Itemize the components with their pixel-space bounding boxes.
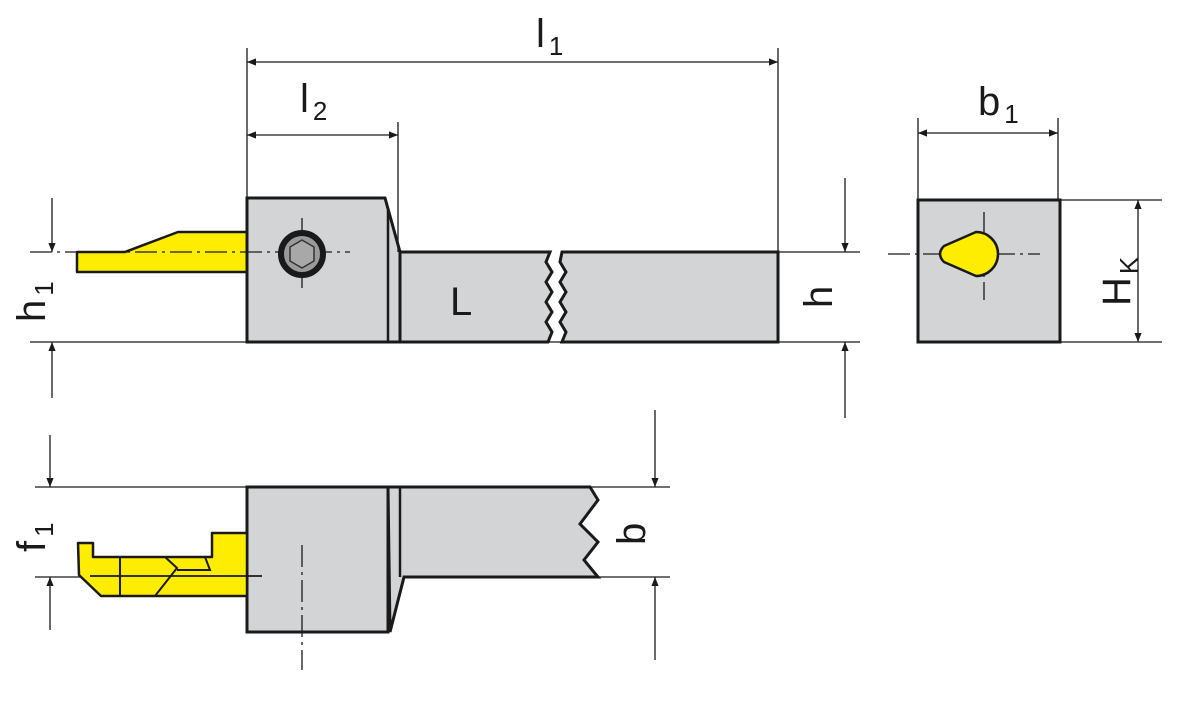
- label-l1-sub: 1: [549, 31, 563, 61]
- dim-h1: h1: [10, 198, 860, 398]
- label-f1-sub: 1: [29, 522, 59, 536]
- dim-h: h: [797, 178, 849, 418]
- shank-side: [398, 250, 554, 344]
- svg-text:h1: h1: [10, 281, 59, 322]
- label-l2: l: [300, 77, 309, 121]
- side-view: L: [30, 196, 780, 344]
- svg-text:b1: b1: [978, 80, 1019, 129]
- label-b1-sub: 1: [1004, 99, 1018, 129]
- label-h1: h: [10, 300, 54, 322]
- insert-end: [938, 230, 1000, 278]
- svg-text:HK: HK: [1095, 256, 1144, 306]
- shank-top: [386, 485, 602, 633]
- label-L: L: [450, 280, 472, 324]
- label-l2-sub: 2: [313, 96, 327, 126]
- dim-f1: f1: [10, 435, 59, 630]
- label-l1: l: [536, 12, 545, 56]
- label-h: h: [797, 286, 841, 308]
- shank-side-end: [558, 250, 780, 344]
- top-view: [35, 485, 670, 670]
- dim-b: b: [610, 410, 659, 660]
- label-HK: H: [1095, 277, 1139, 306]
- label-b1: b: [978, 80, 1000, 124]
- head-side: [245, 196, 402, 344]
- label-h1-sub: 1: [29, 281, 59, 295]
- svg-text:f1: f1: [10, 522, 59, 552]
- svg-text:l2: l2: [300, 77, 327, 126]
- label-f1: f: [10, 540, 54, 552]
- label-HK-sub: K: [1114, 256, 1144, 274]
- head-top: [245, 485, 390, 634]
- svg-text:l1: l1: [536, 12, 563, 61]
- label-b: b: [610, 523, 654, 545]
